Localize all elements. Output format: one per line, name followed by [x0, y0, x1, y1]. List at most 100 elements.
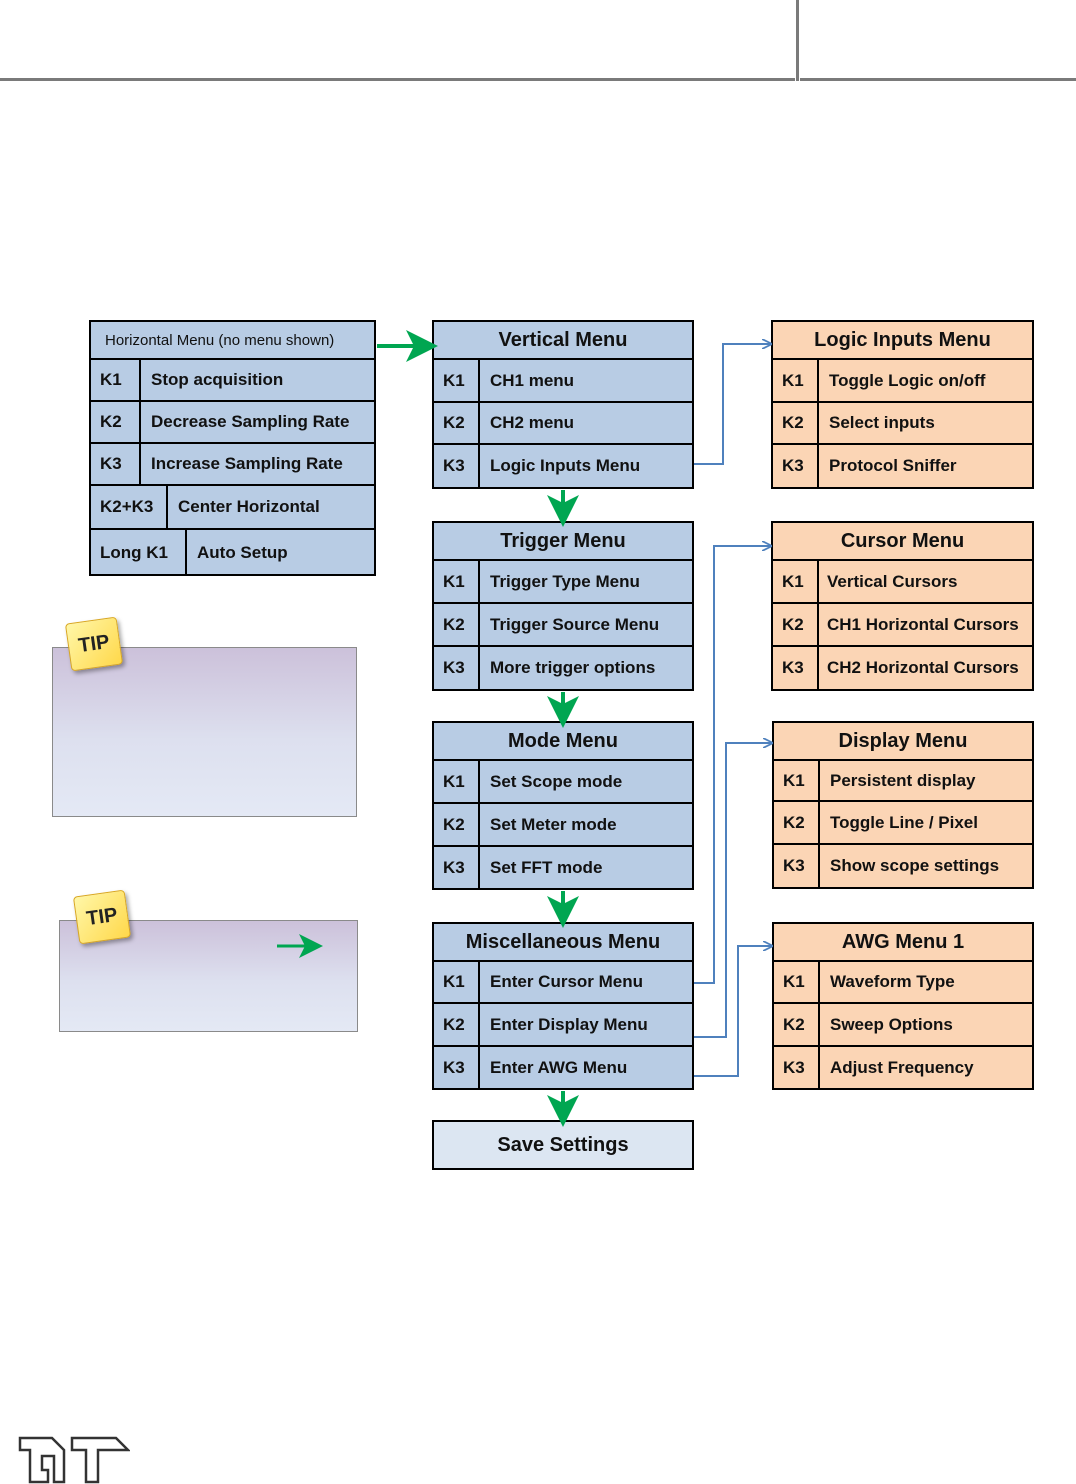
key-label: K3 [773, 647, 819, 689]
awg-menu-row-k3: K3 Adjust Frequency [774, 1047, 1032, 1088]
mode-menu-row-k1: K1 Set Scope mode [434, 761, 692, 804]
horizontal-menu: Horizontal Menu (no menu shown) K1 Stop … [89, 320, 376, 576]
horizontal-menu-row-k1: K1 Stop acquisition [91, 360, 374, 402]
trigger-menu: Trigger Menu K1 Trigger Type Menu K2 Tri… [432, 521, 694, 691]
key-label: Long K1 [91, 530, 187, 576]
action-label: Stop acquisition [151, 370, 284, 389]
key-label: K2+K3 [91, 486, 168, 528]
action-label: Increase Sampling Rate [151, 454, 343, 473]
key-label: K1 [434, 561, 480, 602]
action-label: Set Meter mode [490, 814, 617, 834]
action-label: Enter AWG Menu [490, 1057, 628, 1077]
misc-menu-row-k2: K2 Enter Display Menu [434, 1004, 692, 1047]
awg-menu-row-k1: K1 Waveform Type [774, 962, 1032, 1004]
horizontal-menu-row-k2: K2 Decrease Sampling Rate [91, 402, 374, 444]
horizontal-menu-row-long-k1: Long K1 Auto Setup [91, 530, 374, 576]
action-label: Trigger Type Menu [490, 571, 640, 591]
action-label: Waveform Type [830, 972, 955, 991]
action-label: Enter Display Menu [490, 1014, 648, 1034]
vertical-menu-title: Vertical Menu [434, 322, 692, 360]
action-label: Select inputs [829, 413, 935, 432]
action-label: Persistent display [830, 770, 976, 790]
company-logo-icon [18, 1436, 130, 1484]
key-label: K3 [434, 647, 480, 689]
cursor-menu-row-k3: K3 CH2 Horizontal Cursors [773, 647, 1032, 689]
action-label: CH2 menu [490, 413, 575, 432]
action-label: Sweep Options [830, 1014, 953, 1034]
key-label: K1 [434, 962, 480, 1002]
action-label: Set Scope mode [490, 771, 623, 791]
key-label: K2 [774, 802, 820, 843]
action-label: Logic Inputs Menu [490, 456, 641, 475]
key-label: K2 [773, 604, 819, 645]
vertical-menu-row-k2: K2 CH2 menu [434, 403, 692, 445]
link-arrow-cursor [694, 546, 770, 984]
misc-menu-row-k1: K1 Enter Cursor Menu [434, 962, 692, 1004]
key-label: K3 [91, 444, 141, 484]
cursor-menu-title: Cursor Menu [773, 523, 1032, 561]
key-label: K1 [434, 360, 480, 401]
cursor-menu-row-k2: K2 CH1 Horizontal Cursors [773, 604, 1032, 647]
misc-menu-title: Miscellaneous Menu [434, 924, 692, 962]
tip-box-1 [52, 647, 357, 817]
key-label: K3 [434, 445, 480, 487]
awg-menu-title: AWG Menu 1 [774, 924, 1032, 962]
key-label: K3 [774, 1047, 820, 1088]
action-label: Adjust Frequency [830, 1057, 974, 1077]
key-label: K1 [773, 561, 819, 602]
logic-inputs-menu: Logic Inputs Menu K1 Toggle Logic on/off… [771, 320, 1034, 489]
key-label: K2 [434, 804, 480, 845]
save-settings-box: Save Settings [432, 1120, 694, 1170]
key-label: K1 [774, 761, 820, 800]
key-label: K2 [434, 403, 480, 443]
action-label: Toggle Logic on/off [829, 370, 986, 390]
logic-menu-row-k1: K1 Toggle Logic on/off [773, 360, 1032, 403]
key-label: K3 [774, 845, 820, 887]
action-label: Show scope settings [830, 856, 1000, 875]
key-label: K3 [773, 445, 819, 487]
key-label: K2 [434, 604, 480, 645]
display-menu-row-k2: K2 Toggle Line / Pixel [774, 802, 1032, 845]
key-label: K3 [434, 847, 480, 888]
action-label: Enter Cursor Menu [490, 972, 644, 991]
header-rule-right [800, 78, 1076, 81]
header-rule [0, 78, 795, 81]
misc-menu-row-k3: K3 Enter AWG Menu [434, 1047, 692, 1088]
key-label: K1 [774, 962, 820, 1002]
action-label: Vertical Cursors [827, 571, 958, 591]
trigger-menu-row-k2: K2 Trigger Source Menu [434, 604, 692, 647]
horizontal-menu-row-k3: K3 Increase Sampling Rate [91, 444, 374, 486]
key-label: K2 [774, 1004, 820, 1045]
horizontal-menu-row-k2k3: K2+K3 Center Horizontal [91, 486, 374, 530]
action-label: CH1 Horizontal Cursors [827, 614, 1019, 634]
misc-menu: Miscellaneous Menu K1 Enter Cursor Menu … [432, 922, 694, 1090]
vertical-menu: Vertical Menu K1 CH1 menu K2 CH2 menu K3… [432, 320, 694, 489]
action-label: Center Horizontal [178, 497, 320, 516]
action-label: Trigger Source Menu [490, 614, 660, 634]
key-label: K1 [434, 761, 480, 802]
action-label: Toggle Line / Pixel [830, 812, 978, 832]
header-divider [796, 0, 799, 81]
key-label: K1 [91, 360, 141, 400]
horizontal-menu-title: Horizontal Menu (no menu shown) [91, 322, 374, 360]
mode-menu-title: Mode Menu [434, 723, 692, 761]
mode-menu-row-k2: K2 Set Meter mode [434, 804, 692, 847]
link-arrow-display [694, 743, 771, 1038]
action-label: CH2 Horizontal Cursors [827, 658, 1019, 677]
mode-menu: Mode Menu K1 Set Scope mode K2 Set Meter… [432, 721, 694, 890]
display-menu-row-k1: K1 Persistent display [774, 761, 1032, 802]
trigger-menu-row-k3: K3 More trigger options [434, 647, 692, 689]
action-label: CH1 menu [490, 370, 575, 390]
action-label: Decrease Sampling Rate [151, 412, 350, 431]
cursor-menu-row-k1: K1 Vertical Cursors [773, 561, 1032, 604]
action-label: More trigger options [490, 658, 656, 677]
save-settings-label: Save Settings [497, 1133, 629, 1156]
vertical-menu-row-k1: K1 CH1 menu [434, 360, 692, 403]
link-arrow-logic [694, 344, 770, 465]
logic-menu-row-k2: K2 Select inputs [773, 403, 1032, 445]
display-menu-row-k3: K3 Show scope settings [774, 845, 1032, 887]
key-label: K3 [434, 1047, 480, 1088]
display-menu: Display Menu K1 Persistent display K2 To… [772, 721, 1034, 889]
trigger-menu-row-k1: K1 Trigger Type Menu [434, 561, 692, 604]
